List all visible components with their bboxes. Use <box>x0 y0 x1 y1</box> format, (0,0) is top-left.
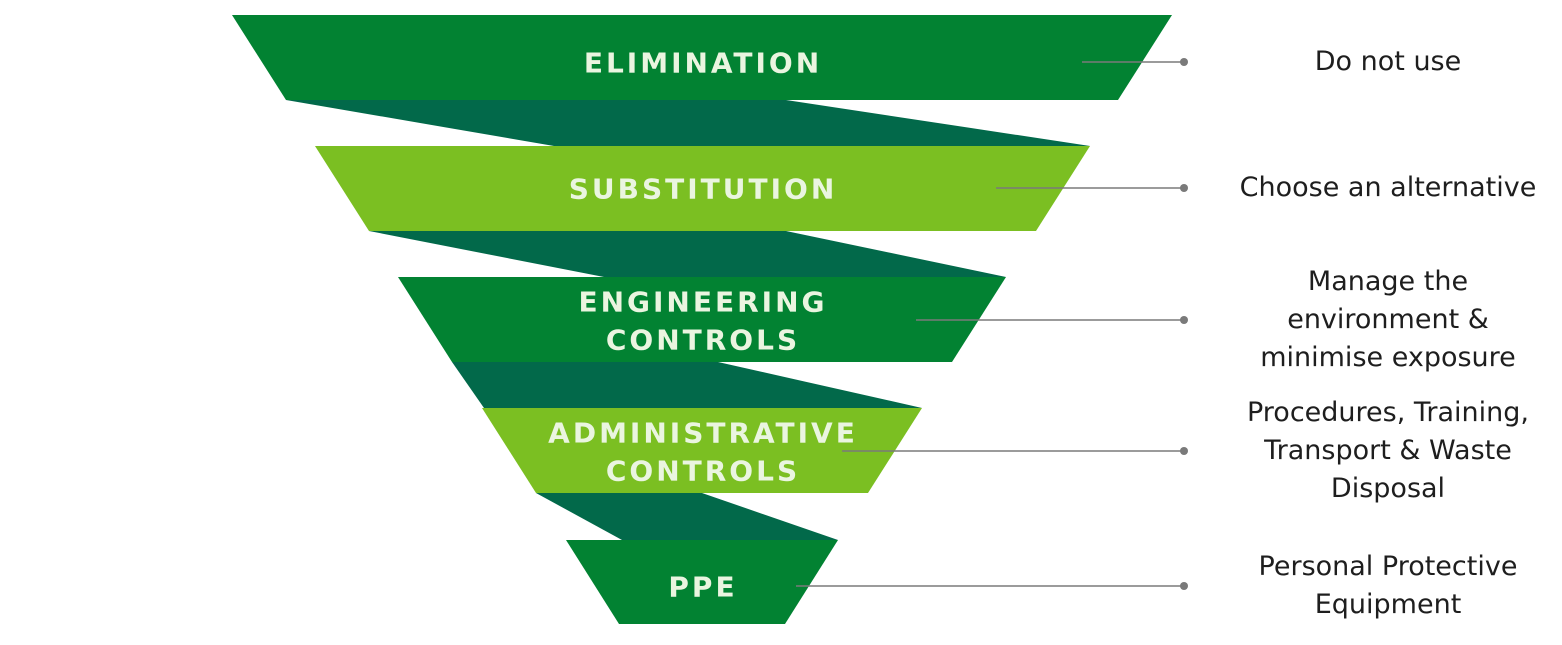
funnel-connector-4 <box>536 493 838 540</box>
tier-band <box>232 15 1172 100</box>
funnel-connector-2 <box>369 231 1006 277</box>
tier-description-line: Manage the <box>1307 266 1469 297</box>
funnel-connector-1 <box>286 100 1090 146</box>
tier-label: SUBSTITUTION <box>569 173 838 206</box>
leader-dot <box>1180 447 1188 455</box>
tier-band <box>398 277 1006 362</box>
tier-description-line: Choose an alternative <box>1239 172 1537 203</box>
tier-4: ADMINISTRATIVE CONTROLS <box>482 408 1188 493</box>
tier-description: Choose an alternative <box>1218 169 1558 207</box>
tier-label: ENGINEERING <box>578 286 827 319</box>
funnel-connector-3 <box>452 362 922 408</box>
tier-description-line: minimise exposure <box>1260 342 1516 373</box>
tier-description: Manage the environment & minimise exposure <box>1218 263 1558 377</box>
tier-description-line: Do not use <box>1314 46 1462 77</box>
tier-3: ENGINEERING CONTROLS <box>398 277 1188 362</box>
tier-description-line: environment & <box>1287 304 1489 335</box>
tier-2: SUBSTITUTION <box>315 146 1188 231</box>
tier-description-line: Procedures, Training, <box>1246 397 1529 428</box>
tier-label: ADMINISTRATIVE <box>548 417 858 450</box>
tier-band <box>315 146 1090 231</box>
leader-dot <box>1180 58 1188 66</box>
tier-description: Do not use <box>1218 43 1558 81</box>
leader-dot <box>1180 316 1188 324</box>
tier-description-line: Personal Protective <box>1258 551 1518 582</box>
leader-dot <box>1180 184 1188 192</box>
tier-label: ELIMINATION <box>584 47 822 80</box>
leader-dot <box>1180 582 1188 590</box>
tier-band <box>482 408 922 493</box>
tier-description-line: Equipment <box>1314 589 1462 620</box>
tier-description-line: Disposal <box>1330 473 1446 504</box>
tier-label: CONTROLS <box>606 455 800 488</box>
tier-5: PPE <box>566 540 1188 624</box>
tier-1: ELIMINATION <box>232 15 1188 100</box>
tier-label: CONTROLS <box>606 324 800 357</box>
tier-description-line: Transport & Waste <box>1264 435 1512 466</box>
tier-band <box>566 540 838 624</box>
tier-label: PPE <box>668 571 737 604</box>
